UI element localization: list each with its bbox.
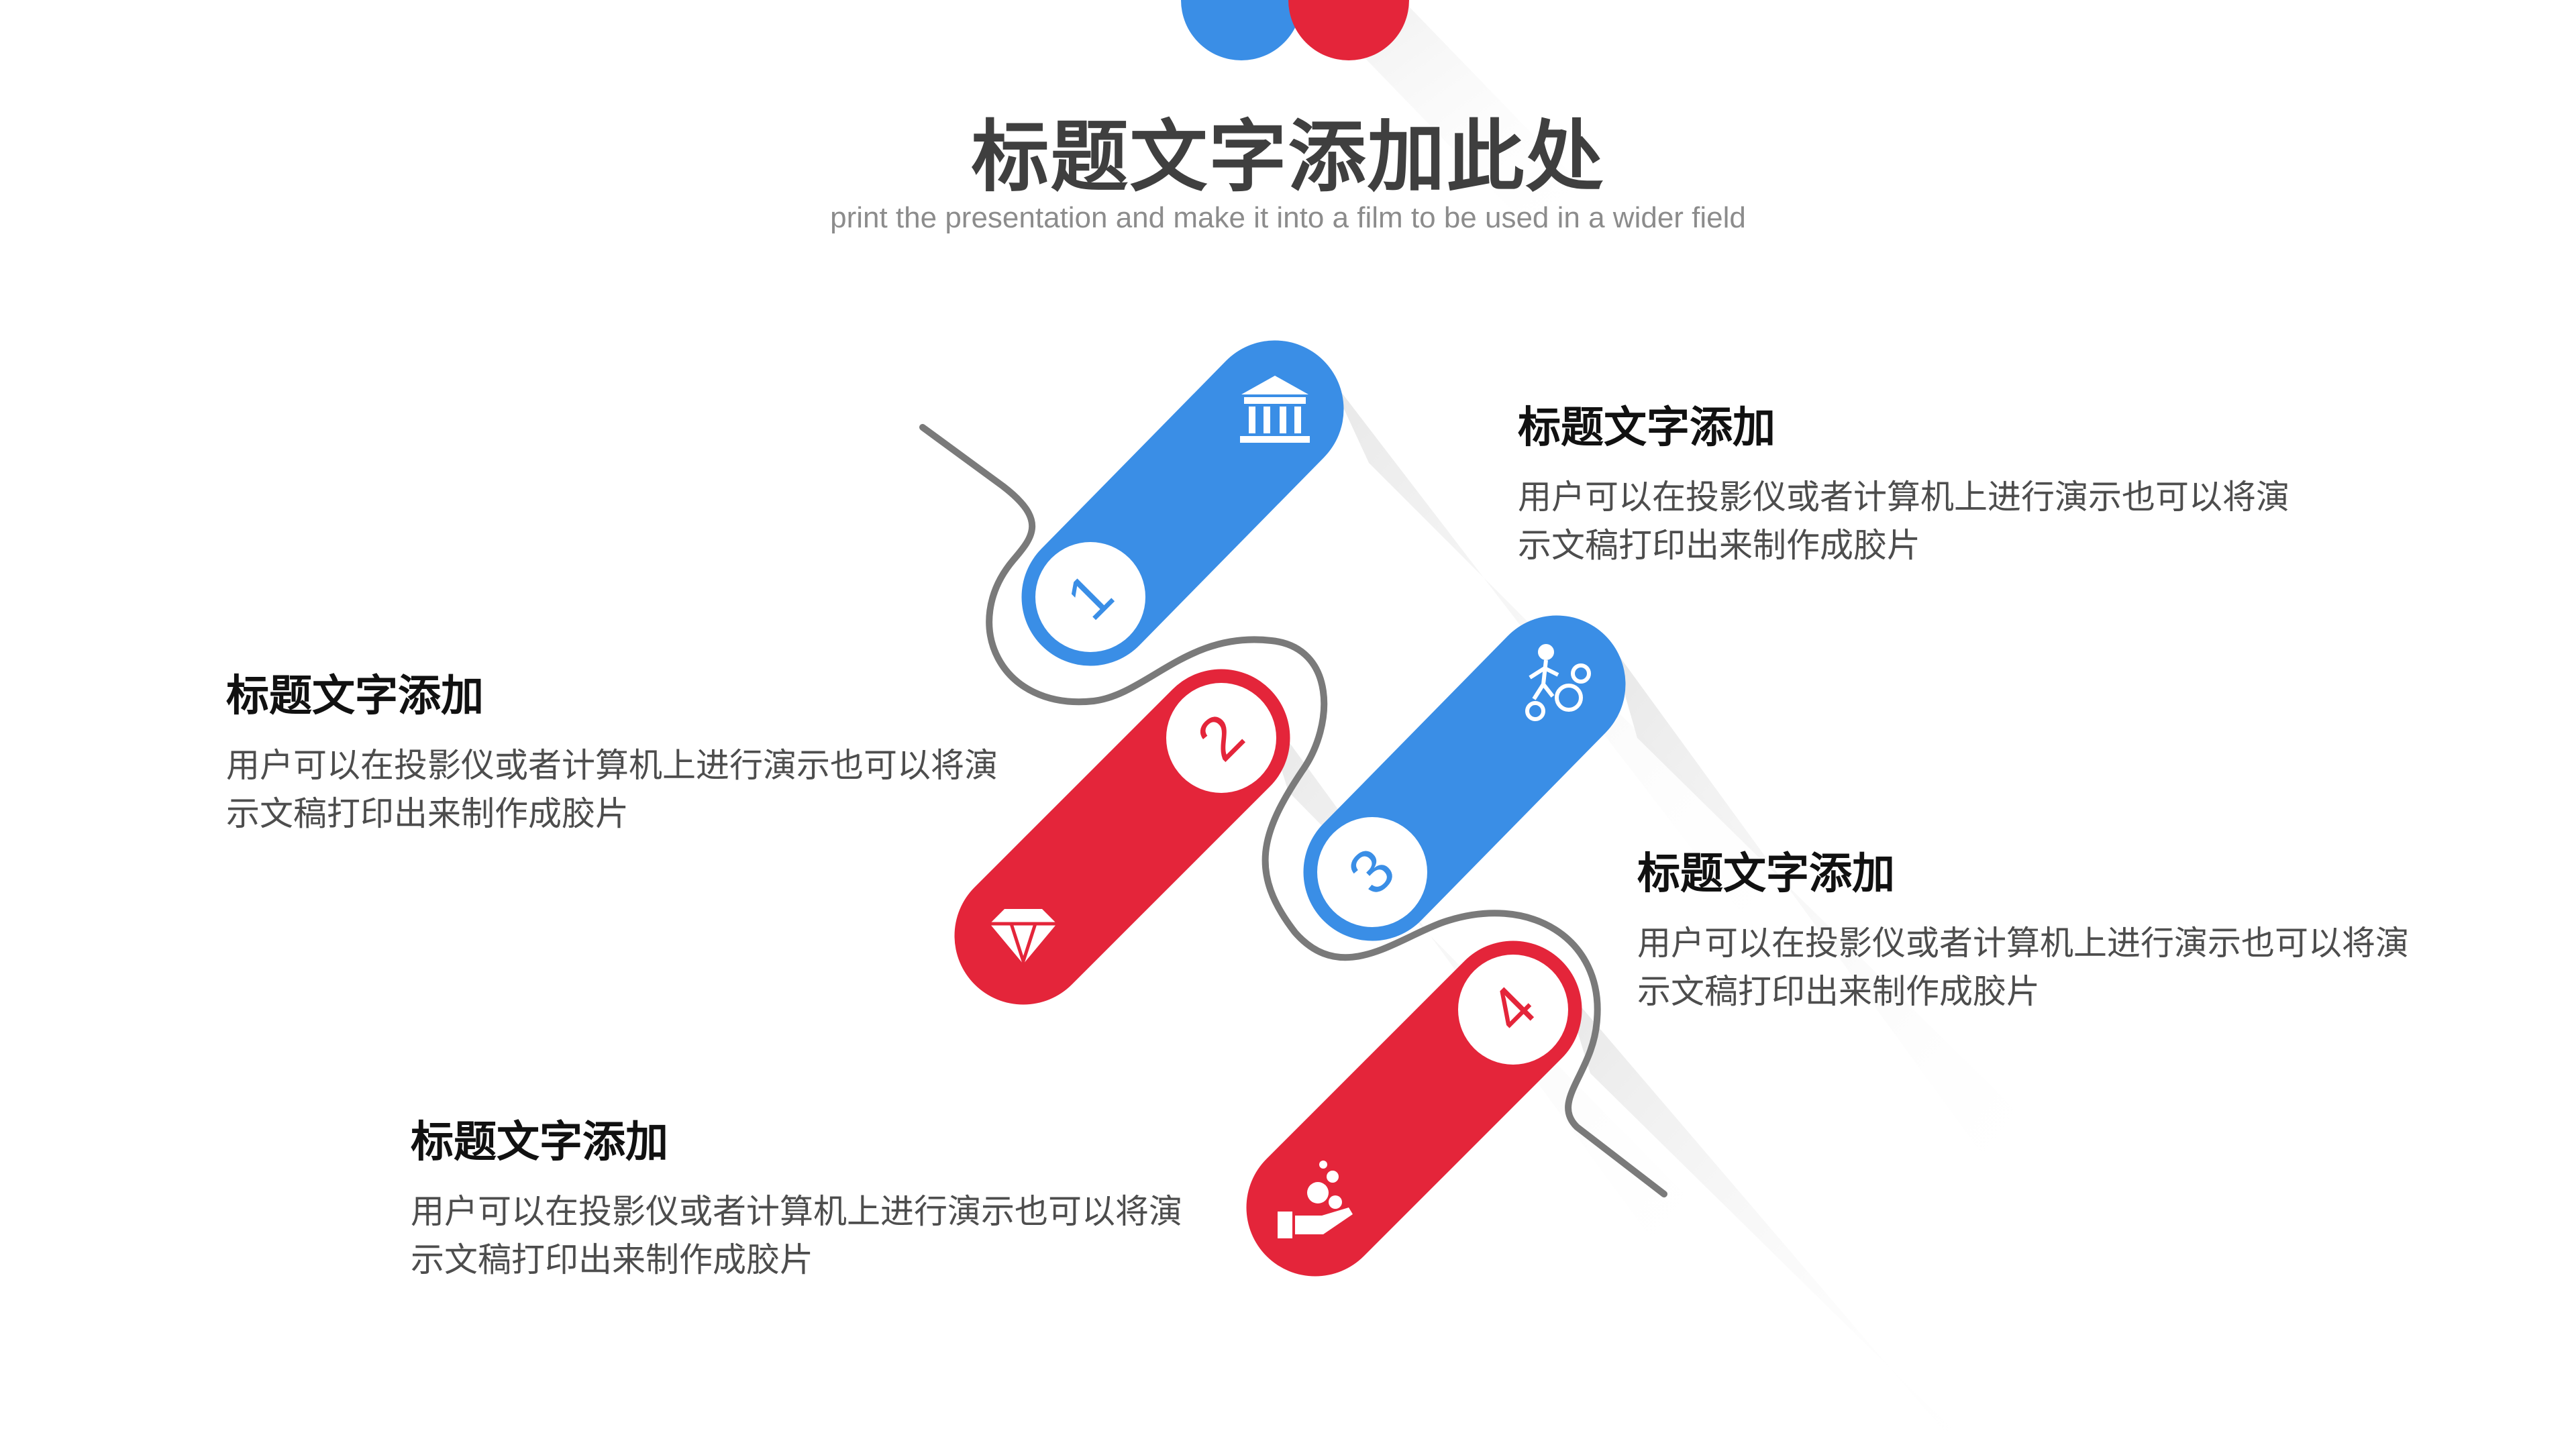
diamond-icon — [990, 909, 1057, 967]
money-hand-icon — [1278, 1161, 1353, 1238]
step-2-number-badge — [1166, 683, 1276, 793]
step-4-text: 用户可以在投影仪或者计算机上进行演示也可以将演示文稿打印出来制作成胶片 — [411, 1191, 1182, 1279]
decor-circle-red — [1288, 0, 1409, 60]
step-2-block: 标题文字添加 用户可以在投影仪或者计算机上进行演示也可以将演示文稿打印出来制作成… — [226, 671, 1031, 838]
step-3-number-badge — [1317, 817, 1427, 927]
page-subtitle: print the presentation and make it into … — [830, 201, 1746, 234]
top-decoration — [1181, 0, 1610, 215]
step-4-number-badge — [1458, 955, 1568, 1065]
step-1-number-badge — [1035, 542, 1145, 652]
step-1-title: 标题文字添加 — [1518, 403, 1775, 453]
business-growth-icon — [1525, 644, 1591, 721]
step-2-pill: 2 — [954, 669, 1290, 1005]
step-1-text: 用户可以在投影仪或者计算机上进行演示也可以将演示文稿打印出来制作成胶片 — [1518, 477, 2289, 565]
page-title: 标题文字添加此处 — [971, 112, 1605, 203]
step-4-title: 标题文字添加 — [411, 1118, 668, 1167]
decor-circle-blue — [1181, 0, 1302, 60]
bank-icon — [1240, 376, 1310, 443]
step-2-title: 标题文字添加 — [226, 672, 484, 721]
step-3-text: 用户可以在投影仪或者计算机上进行演示也可以将演示文稿打印出来制作成胶片 — [1637, 923, 2409, 1011]
step-1-pill: 1 — [1021, 340, 1344, 666]
step-4-pill: 4 — [1246, 941, 1582, 1277]
step-3-block: 标题文字添加 用户可以在投影仪或者计算机上进行演示也可以将演示文稿打印出来制作成… — [1637, 849, 2442, 1016]
connector-path — [919, 424, 1667, 1197]
step-2-text: 用户可以在投影仪或者计算机上进行演示也可以将演示文稿打印出来制作成胶片 — [226, 745, 998, 833]
step-4-block: 标题文字添加 用户可以在投影仪或者计算机上进行演示也可以将演示文稿打印出来制作成… — [411, 1117, 1216, 1284]
step-1-block: 标题文字添加 用户可以在投影仪或者计算机上进行演示也可以将演示文稿打印出来制作成… — [1518, 402, 2323, 570]
step-3-title: 标题文字添加 — [1637, 849, 1895, 899]
step-3-pill: 3 — [1303, 615, 1626, 941]
